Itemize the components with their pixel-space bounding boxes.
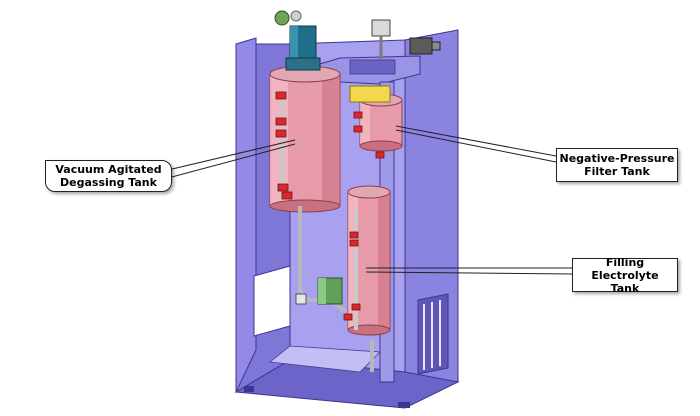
valve-icon xyxy=(343,231,361,321)
label-degassing-tank: Vacuum Agitated Degassing Tank xyxy=(45,160,172,192)
valve-icon xyxy=(275,91,293,200)
panel-vent xyxy=(417,293,449,375)
cabinet-left-frame xyxy=(235,37,257,393)
top-mount-window xyxy=(349,59,396,75)
label-degassing-text: Vacuum Agitated Degassing Tank xyxy=(55,163,162,189)
cabinet-base-plate xyxy=(234,359,460,409)
label-filter-text: Negative-Pressure Filter Tank xyxy=(559,152,675,178)
pump-icon xyxy=(317,277,343,305)
panel-cutout xyxy=(253,265,291,337)
label-filling-tank: Filling Electrolyte Tank xyxy=(572,255,678,295)
motor-icon xyxy=(274,10,321,71)
filter-tank xyxy=(359,93,403,152)
label-filling-text: Filling Electrolyte Tank xyxy=(591,255,659,295)
cabinet-foot xyxy=(398,402,410,408)
gauge-icon xyxy=(371,19,441,60)
yellow-housing xyxy=(349,85,391,103)
pipe-fitting xyxy=(295,293,307,305)
leader-lines xyxy=(167,125,573,275)
cabinet-foot xyxy=(244,386,254,392)
label-filter-tank: Negative-Pressure Filter Tank xyxy=(556,148,678,182)
valve-icon xyxy=(353,111,385,159)
